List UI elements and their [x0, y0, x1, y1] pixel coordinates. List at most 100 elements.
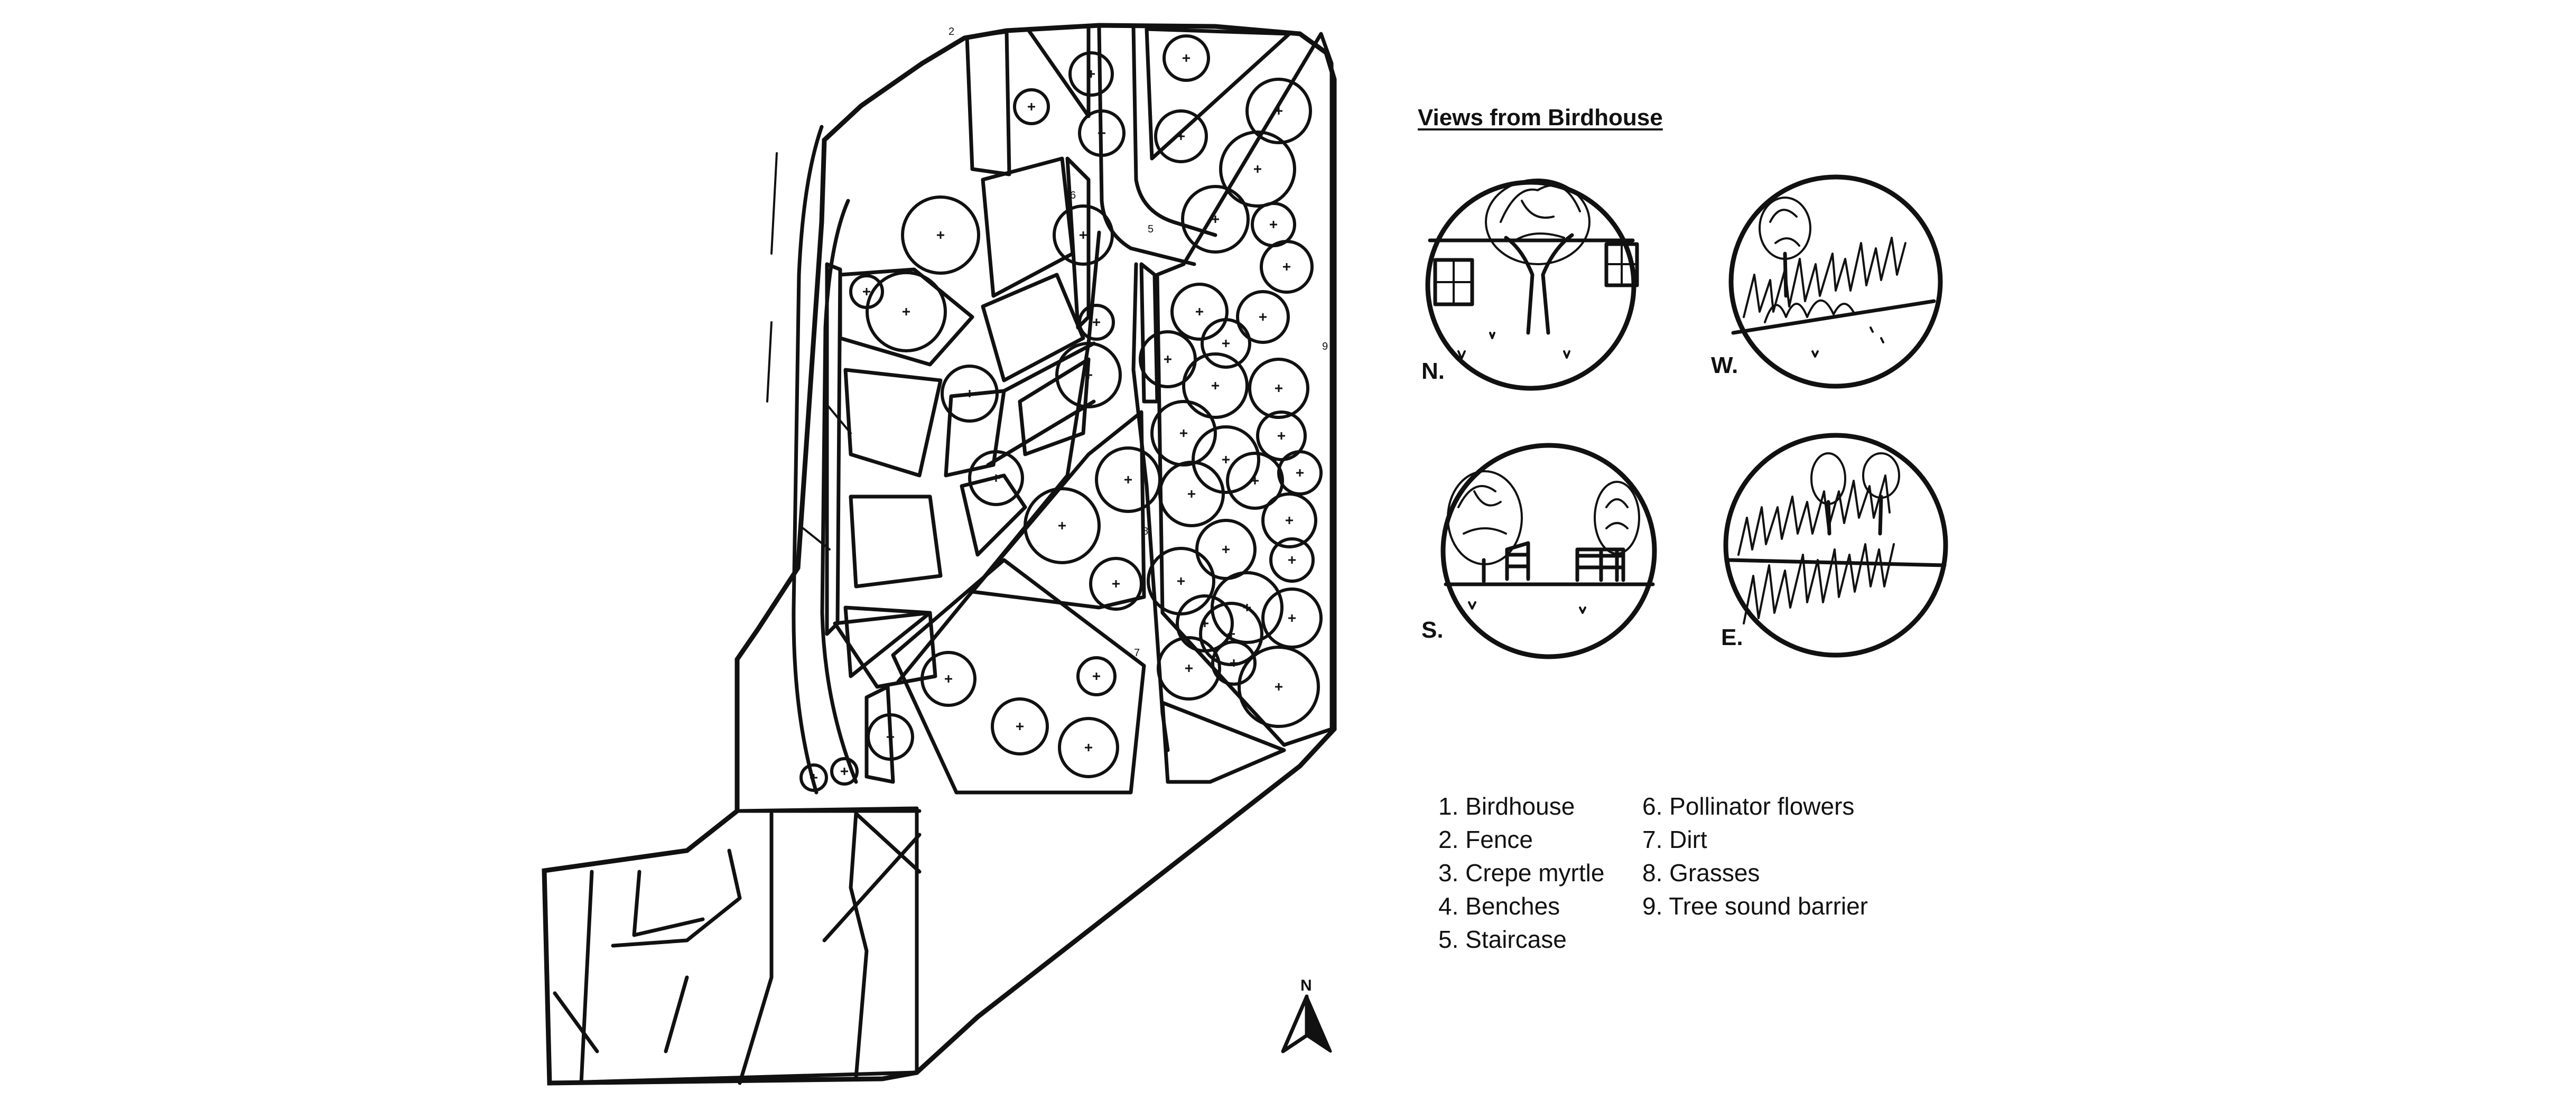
tree-canopy — [1013, 88, 1050, 125]
tree-trunk-mark — [1177, 133, 1185, 140]
tree-trunk-mark — [887, 733, 894, 741]
tree-canopy — [1248, 358, 1309, 419]
tree-canopy — [1170, 283, 1229, 341]
callout-5: 5 — [1148, 223, 1154, 235]
tree-trunk-mark — [1270, 221, 1277, 228]
tree-trunk-mark — [1259, 313, 1267, 321]
tree-canopy — [1055, 342, 1122, 408]
tree-canopy — [867, 713, 914, 761]
tree-trunk-mark — [937, 231, 944, 239]
legend-item: 7. Dirt — [1642, 826, 1707, 853]
tree-canopy — [1078, 304, 1115, 341]
tree-trunk-mark — [1087, 70, 1095, 78]
legend-column-1: 1. Birdhouse 2. Fence 3. Crepe myrtle 4.… — [1438, 790, 1604, 956]
tree-canopy — [1058, 717, 1119, 778]
tree-trunk-mark — [1288, 614, 1296, 622]
tree-trunk-mark — [903, 308, 910, 315]
tree-canopy — [1154, 109, 1208, 163]
callout-9: 9 — [1322, 341, 1328, 352]
tree-trunk-mark — [1196, 308, 1203, 315]
tree-canopy — [849, 274, 884, 309]
tree-trunk-mark — [1188, 490, 1195, 498]
view-label-north: N. — [1421, 358, 1445, 384]
tree-trunk-mark — [1124, 476, 1132, 483]
tree-trunk-mark — [1222, 456, 1230, 463]
tree-trunk-mark — [945, 675, 952, 683]
tree-trunk-mark — [810, 774, 817, 781]
tree-trunk-mark — [1275, 385, 1282, 392]
tree-trunk-mark — [1028, 103, 1035, 110]
callout-7: 7 — [1134, 647, 1140, 659]
tree-canopy — [1261, 492, 1317, 548]
tree-canopy — [1199, 602, 1263, 666]
tree-trunk-mark — [1058, 522, 1066, 529]
callout-6: 6 — [1070, 190, 1076, 201]
dirt-areas — [891, 32, 1334, 795]
tree-canopy — [991, 697, 1049, 755]
tree-trunk-mark — [1112, 580, 1120, 587]
tree-trunk-mark — [863, 288, 870, 295]
tree-canopy — [1277, 450, 1323, 496]
tree-trunk-mark — [1222, 340, 1230, 347]
tree-trunk-mark — [1164, 356, 1171, 363]
tree-canopy — [1182, 352, 1249, 419]
view-north — [1425, 179, 1639, 391]
legend-item: 5. Staircase — [1438, 926, 1567, 953]
legend-item: 6. Pollinator flowers — [1642, 792, 1855, 820]
legend-column-2: 6. Pollinator flowers 7. Dirt 8. Grasses… — [1642, 790, 1868, 923]
view-south — [1440, 443, 1657, 659]
north-arrow-label: N — [1300, 977, 1312, 994]
tree-canopy — [1201, 318, 1251, 369]
tree-trunk-mark — [966, 390, 973, 397]
tree-canopy — [920, 651, 977, 707]
tree-canopy — [830, 757, 859, 786]
tree-canopy — [941, 365, 999, 423]
tree-canopy — [1181, 185, 1250, 254]
tree-trunk-mark — [1085, 371, 1092, 379]
tree-trunk-mark — [1275, 107, 1282, 115]
tree-canopy — [1238, 646, 1320, 728]
view-east — [1723, 433, 1948, 658]
legend-item: 8. Grasses — [1642, 859, 1760, 887]
view-label-east: E. — [1721, 624, 1743, 650]
tree-trunk-mark — [1085, 744, 1092, 751]
tree-canopy — [1192, 425, 1260, 494]
tree-trunk-mark — [1080, 231, 1087, 239]
west-walkway — [792, 125, 858, 795]
tree-trunk-mark — [1185, 665, 1193, 672]
tree-trunk-mark — [1288, 556, 1296, 564]
tree-canopy — [1256, 410, 1307, 461]
tree-canopy — [1269, 537, 1315, 583]
pollinator-beds — [838, 24, 1291, 784]
tree-trunk-mark — [1254, 165, 1261, 173]
callout-8: 8 — [1142, 526, 1148, 537]
tree-trunk-mark — [1093, 319, 1100, 326]
views-title: Views from Birdhouse — [1418, 105, 1663, 130]
tree-canopy — [799, 763, 828, 792]
view-label-west: W. — [1711, 352, 1738, 378]
tree-canopy — [866, 271, 947, 352]
tree-trunk-mark — [1098, 129, 1105, 137]
site-boundary — [542, 23, 1337, 1086]
tree-canopy — [1053, 204, 1114, 266]
tree-canopy — [1095, 446, 1161, 513]
north-arrow — [1281, 994, 1332, 1053]
tree-trunk-mark — [1286, 517, 1293, 524]
tree-trunk-mark — [1275, 683, 1282, 691]
tree-trunk-mark — [1227, 630, 1235, 638]
legend-item: 4. Benches — [1438, 892, 1560, 920]
tree-trunk-mark — [1296, 469, 1304, 477]
site-plan: 2 6 5 9 8 7 — [542, 23, 1337, 1086]
tree-canopy — [1068, 51, 1114, 97]
tree-trunk-mark — [1093, 673, 1100, 680]
tree-trunk-mark — [1230, 659, 1238, 667]
tree-canopy — [1089, 557, 1143, 611]
tree-canopy — [1150, 400, 1217, 466]
grasses-areas — [825, 262, 1159, 689]
tree-trunk-mark — [1251, 477, 1259, 484]
legend-item: 1. Birdhouse — [1438, 792, 1575, 820]
trees — [799, 34, 1323, 792]
tree-trunk-mark — [1183, 54, 1190, 62]
tree-trunk-mark — [1180, 430, 1187, 437]
